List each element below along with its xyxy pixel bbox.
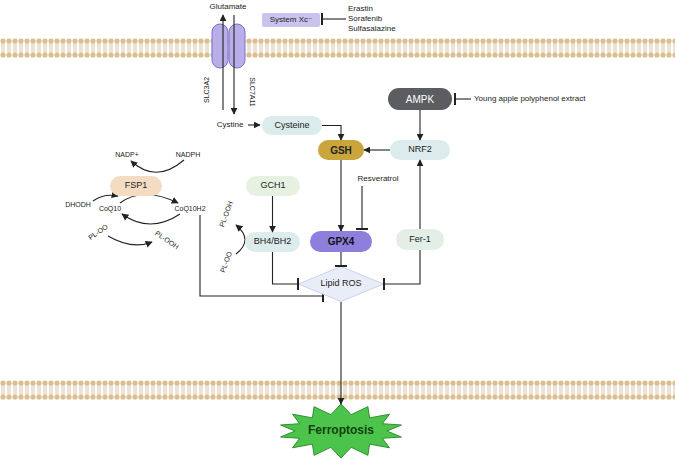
- node-label: Lipid ROS: [320, 279, 361, 289]
- transporter-subunit: [212, 24, 228, 68]
- node-label: Cysteine: [274, 121, 309, 131]
- outcome-star: Ferroptosis: [279, 404, 403, 458]
- annotation-text: NADP+: [115, 151, 139, 158]
- inhibition-connector: [340, 252, 341, 266]
- annotation-text: PL-OOH: [154, 229, 180, 250]
- annotation-text: Sulfasalazine: [348, 25, 396, 33]
- conversion-arrow: [248, 124, 260, 125]
- node-label: Fer-1: [409, 235, 431, 245]
- transporter-subunit: [229, 24, 245, 68]
- kinase-node: AMPK: [388, 88, 452, 110]
- inhibition-line: [322, 18, 346, 19]
- annotation-text: CoQ10H2: [174, 205, 205, 212]
- inhibition-connector: [273, 252, 299, 284]
- bottom-membrane: [0, 380, 675, 400]
- annotation-text: PL-OO: [219, 251, 233, 274]
- node-label: GSH: [330, 145, 352, 156]
- annotation-text: DHODH: [65, 201, 91, 208]
- annotation-text: PL-OO: [87, 223, 109, 241]
- annotation-text: SLC3A2: [203, 77, 210, 103]
- cofactor-node: BH4/BH2: [245, 232, 300, 252]
- annotation-text: PL-OOH: [218, 200, 234, 228]
- reduction-arrow: [108, 236, 152, 245]
- node-label: System Xc⁻: [270, 16, 312, 25]
- import-arrow: [233, 15, 234, 114]
- diamond-shape: [299, 267, 384, 302]
- node-label: BH4/BH2: [254, 237, 292, 247]
- star-shape: [281, 404, 402, 458]
- annotation-text: SLC7A11: [249, 77, 256, 106]
- enzyme-node: GCH1: [246, 176, 300, 196]
- export-arrow: [222, 15, 223, 110]
- annotation-text: Cystine: [217, 121, 244, 129]
- enzyme-node: GPX4: [310, 231, 372, 252]
- annotation-text: CoQ10: [99, 205, 121, 212]
- reduction-arrow: [236, 225, 245, 254]
- node-label: FSP1: [125, 181, 148, 191]
- supply-arrow: [93, 195, 118, 201]
- inhibition-line: [455, 98, 471, 99]
- annotation-text: Glutamate: [210, 3, 247, 11]
- target-box: System Xc⁻: [262, 13, 320, 27]
- activation-connector: [419, 110, 420, 140]
- lipid-bilayer: [0, 380, 675, 400]
- metabolite-node: Cysteine: [262, 116, 322, 135]
- annotation-text: Erastin: [348, 5, 373, 13]
- ros-diamond: Lipid ROS: [298, 266, 384, 302]
- node-label: NRF2: [408, 145, 432, 155]
- node-label: GCH1: [260, 181, 285, 191]
- node-label: GPX4: [328, 236, 355, 247]
- metabolite-node: GSH: [318, 140, 364, 160]
- activation-connector: [272, 196, 273, 232]
- activation-connector: [340, 302, 341, 404]
- inhibitor-node: Fer-1: [396, 229, 444, 250]
- inhibition-connector: [384, 250, 420, 284]
- top-membrane: [0, 38, 675, 58]
- annotation-text: NADPH: [176, 151, 201, 158]
- activation-connector: [364, 149, 390, 150]
- annotation-text: Sorafenib: [348, 15, 382, 23]
- redox-cycle-arrow: [131, 160, 184, 172]
- activation-connector: [322, 126, 341, 141]
- enzyme-node: FSP1: [110, 176, 162, 196]
- inhibition-line: [361, 186, 362, 229]
- node-label: Ferroptosis: [308, 424, 374, 437]
- activation-connector: [419, 160, 420, 229]
- lipid-bilayer: [0, 38, 675, 58]
- node-label: AMPK: [406, 94, 434, 105]
- redox-cycle-arrow: [122, 214, 180, 224]
- annotation-text: Resveratrol: [358, 175, 399, 183]
- factor-node: NRF2: [390, 140, 450, 160]
- annotation-text: Young apple polyphenol extract: [474, 95, 585, 103]
- activation-connector: [340, 160, 341, 231]
